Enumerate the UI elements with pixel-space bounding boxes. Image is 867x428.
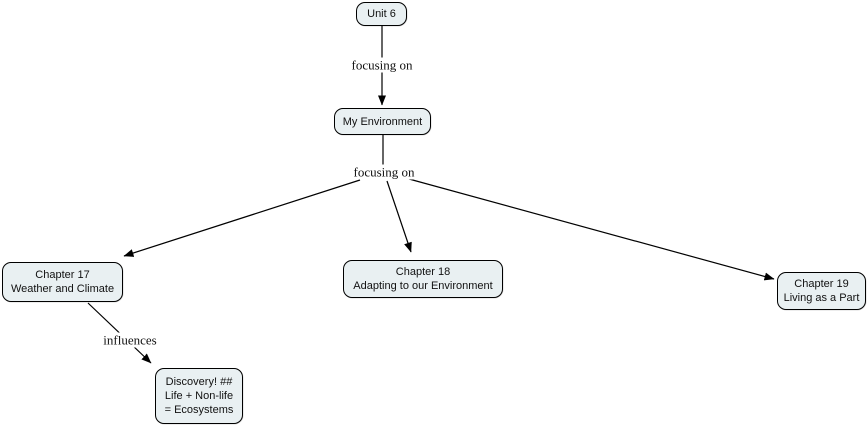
node-text-line: My Environment: [342, 115, 423, 128]
node-text-line: Chapter 19: [794, 278, 849, 290]
node-text-line: Living as a Part: [783, 292, 860, 304]
node-text-line: Unit 6: [367, 8, 396, 20]
link-label-focusing-on-2[interactable]: focusing on: [350, 164, 418, 180]
node-text-line: Life + Non-life: [164, 390, 234, 402]
concept-node-chapter-17[interactable]: Chapter 17 Weather and Climate: [2, 262, 123, 302]
concept-node-my-environment[interactable]: My Environment: [334, 108, 431, 135]
node-text-line: = Ecosystems: [164, 404, 234, 416]
node-text-line: Weather and Climate: [10, 283, 115, 295]
node-text-line: Chapter 17: [35, 269, 90, 281]
node-text-line: Chapter 18: [395, 266, 451, 278]
concept-node-chapter-19[interactable]: Chapter 19 Living as a Part: [777, 272, 866, 310]
concept-node-chapter-18[interactable]: Chapter 18 Adapting to our Environment: [343, 260, 503, 298]
node-text-line: Discovery! ##: [165, 376, 233, 388]
link-label-focusing-on-1[interactable]: focusing on: [348, 57, 416, 73]
node-text-line: Adapting to our Environment: [353, 280, 493, 292]
link-my-environment-to-chapters[interactable]: [123, 135, 775, 281]
concept-node-unit-6[interactable]: Unit 6: [356, 2, 407, 26]
concept-node-discovery[interactable]: Discovery! ## Life + Non-life = Ecosyste…: [155, 368, 243, 424]
link-label-influences[interactable]: influences: [100, 332, 160, 348]
